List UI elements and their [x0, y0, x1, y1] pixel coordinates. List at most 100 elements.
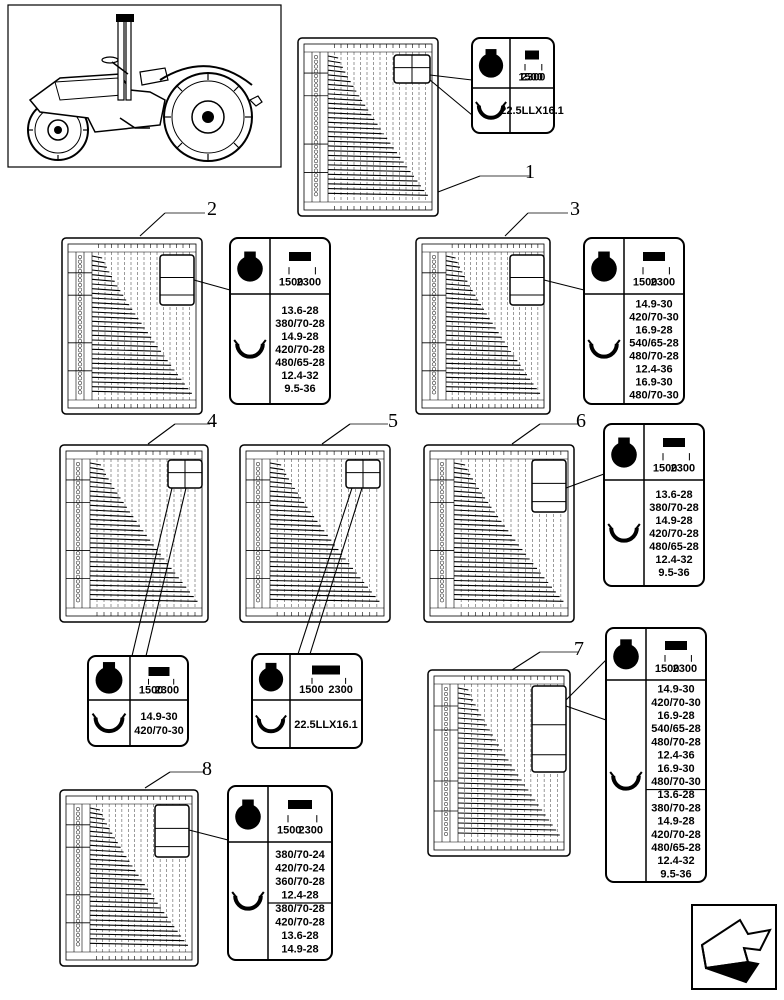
- rpm-high-label: 2300: [671, 463, 695, 475]
- callout-7: 7: [540, 638, 584, 660]
- engine-speed-icon: [95, 662, 123, 694]
- tire-size-label: 480/65-28: [651, 842, 701, 854]
- tire-size-label: 13.6-28: [655, 489, 692, 501]
- tire-size-label: 420/70-28: [275, 344, 325, 356]
- tire-size-label: 12.4-32: [281, 370, 318, 382]
- rpm-high-label: 2300: [651, 277, 675, 289]
- tire-panel-2: 1500230013.6-28380/70-2814.9-28420/70-28…: [229, 237, 331, 405]
- leader-line: [147, 423, 176, 445]
- rpm-high-label: 2300: [297, 277, 321, 289]
- callout-5: 5: [350, 410, 398, 432]
- callout-number: 7: [574, 638, 584, 660]
- engine-speed-icon: [613, 639, 639, 670]
- rpm-low-label: 1500: [633, 277, 657, 289]
- tire-size-label: 14.9-30: [657, 684, 694, 696]
- rpm-high-label: 2300: [521, 72, 545, 84]
- tire-size-label: 480/65-28: [649, 541, 699, 553]
- tire-size-label: 360/70-28: [275, 876, 325, 888]
- tire-icon: [475, 101, 507, 120]
- rpm-low-label: 1500: [299, 684, 323, 696]
- chart-7-plate-icon: [531, 685, 567, 773]
- tire-size-label: 14.9-30: [140, 711, 177, 723]
- tire-panel-7: 1500230014.9-30420/70-3016.9-28540/65-28…: [605, 627, 707, 883]
- chart-1-plate-icon: [393, 54, 431, 84]
- speed-chart-5: [239, 444, 391, 623]
- tire-size-label: 380/70-28: [275, 903, 325, 915]
- chart-6-plate-icon: [531, 459, 567, 513]
- tire-size-label: 14.9-28: [281, 943, 318, 955]
- rpm-range-bar: [148, 667, 170, 676]
- tire-size-label: 14.9-30: [635, 298, 672, 310]
- tire-size-label: 480/70-28: [651, 736, 701, 748]
- callout-number: 4: [207, 410, 217, 432]
- callout-number: 3: [570, 198, 580, 220]
- speed-chart-1: [297, 37, 439, 217]
- tire-size-label: 420/70-24: [275, 862, 325, 874]
- callout-2: 2: [165, 198, 217, 220]
- tire-icon: [91, 712, 127, 734]
- leader-line: [139, 212, 166, 237]
- tire-icon: [587, 339, 621, 359]
- tire-size-label: 12.4-36: [657, 750, 694, 762]
- tire-size-label: 420/70-30: [651, 697, 701, 709]
- leader-line: [145, 487, 187, 657]
- tire-size-label: 14.9-28: [281, 331, 318, 343]
- tire-size-label: 420/70-28: [651, 829, 701, 841]
- callout-1: 1: [480, 161, 535, 183]
- rpm-low-label: 1500: [519, 72, 543, 84]
- leader-line: [429, 79, 473, 116]
- leader-line: [144, 771, 171, 789]
- rpm-low-label: 1500: [653, 463, 677, 475]
- tire-size-label: 12.4-28: [281, 889, 318, 901]
- rpm-high-label: 2300: [299, 825, 323, 837]
- engine-speed-icon: [258, 662, 284, 692]
- leader-line: [429, 74, 473, 81]
- callout-number: 5: [388, 410, 398, 432]
- next-page-arrow-icon[interactable]: [691, 904, 777, 990]
- rpm-low-label: 1500: [277, 825, 301, 837]
- leader-line: [193, 279, 231, 291]
- tire-size-label: 540/65-28: [651, 723, 701, 735]
- leader-line: [565, 473, 605, 489]
- rpm-range-bar: [663, 438, 685, 447]
- leader-line: [565, 659, 607, 701]
- rpm-range-bar: [312, 665, 340, 675]
- engine-speed-icon: [235, 799, 261, 830]
- tire-size-label: 12.4-32: [657, 855, 694, 867]
- callout-4: 4: [175, 410, 217, 432]
- tire-size-label: 16.9-28: [657, 710, 694, 722]
- tire-size-label: 420/70-28: [275, 916, 325, 928]
- callout-3: 3: [528, 198, 580, 220]
- tire-size-label: 480/65-28: [275, 357, 325, 369]
- rpm-high-label: 2300: [155, 684, 179, 696]
- tire-size-label: 540/65-28: [629, 337, 679, 349]
- engine-speed-icon: [237, 251, 263, 282]
- engine-speed-icon: [611, 437, 637, 468]
- tire-size-label: 9.5-36: [660, 868, 691, 880]
- tire-size-label: 420/70-28: [649, 528, 699, 540]
- leader-line: [309, 487, 363, 655]
- callout-number: 8: [202, 758, 212, 780]
- tire-size-label: 9.5-36: [284, 383, 315, 395]
- tire-panel-6: 1500230013.6-28380/70-2814.9-28420/70-28…: [603, 423, 705, 587]
- leader-line: [511, 651, 541, 671]
- tire-size-label: 14.9-28: [657, 816, 694, 828]
- rpm-range-bar: [665, 641, 687, 650]
- tire-size-label: 16.9-28: [635, 324, 672, 336]
- chart-3-plate-icon: [509, 254, 545, 306]
- engine-speed-icon: [591, 251, 617, 282]
- tire-size-label: 13.6-28: [281, 930, 318, 942]
- leader-line: [504, 212, 529, 237]
- rpm-low-label: 1500: [279, 277, 303, 289]
- callout-number: 6: [576, 410, 586, 432]
- leader-line: [188, 829, 229, 841]
- leader-line: [565, 705, 607, 721]
- rpm-low-label: 1500: [139, 684, 163, 696]
- tire-icon: [609, 771, 643, 791]
- tire-size-label: 420/70-30: [134, 725, 184, 737]
- tire-size-label: 22.5LLX16.1: [294, 719, 358, 731]
